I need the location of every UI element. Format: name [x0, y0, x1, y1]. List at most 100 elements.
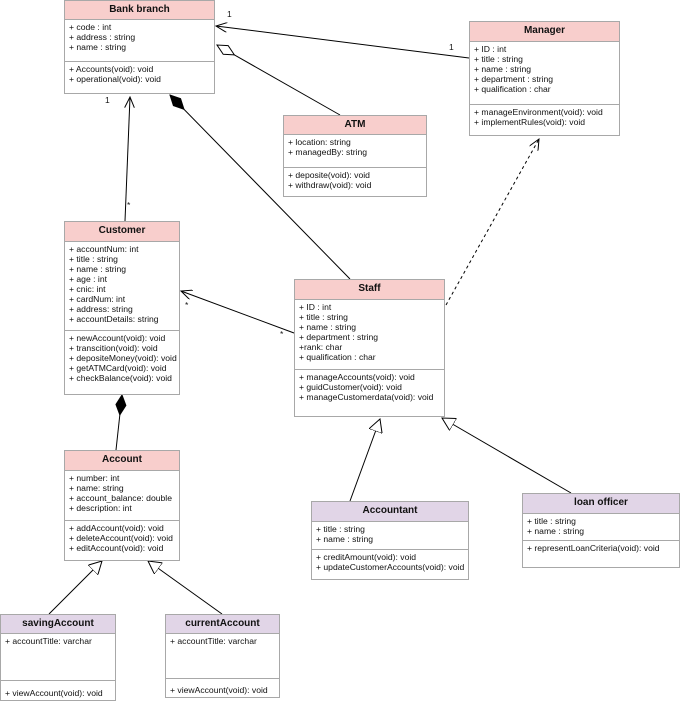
- class-current-account[interactable]: currentAccount + accountTitle: varchar +…: [165, 614, 280, 698]
- attribute: + title : string: [527, 516, 576, 526]
- class-staff[interactable]: Staff + ID : int + title : string + name…: [294, 279, 445, 417]
- operation: + deposite(void): void: [288, 170, 370, 180]
- atm-branch-aggregation: [217, 45, 341, 116]
- attribute: + title : string: [69, 254, 118, 264]
- attribute-list: + number: int + name: string + account_b…: [65, 471, 179, 521]
- staff-manager-dependency: [445, 139, 539, 306]
- attribute: + name : string: [527, 526, 585, 536]
- operation-list: + addAccount(void): void + deleteAccount…: [65, 521, 179, 553]
- attribute-list: + title : string + name : string: [523, 514, 679, 541]
- multiplicity-label: *: [127, 200, 131, 210]
- attribute: + managedBy: string: [288, 147, 368, 157]
- staff-customer-association: [181, 291, 295, 334]
- class-name: Manager: [470, 22, 619, 42]
- attribute-list: + location: string + managedBy: string: [284, 135, 426, 168]
- operation-list: + manageEnvironment(void): void + implem…: [470, 105, 619, 127]
- attribute: + code : int: [69, 22, 112, 32]
- attribute-list: + accountNum: int + title : string + nam…: [65, 242, 179, 331]
- operation: + getATMCard(void): void: [69, 363, 167, 373]
- attribute: + name : string: [69, 264, 127, 274]
- attribute: + name : string: [299, 322, 357, 332]
- operation: + viewAccount(void): void: [5, 688, 103, 698]
- saving-account-generalization: [48, 561, 102, 615]
- operation: + representLoanCriteria(void): void: [527, 543, 660, 553]
- attribute-list: + accountTitle: varchar: [1, 634, 115, 681]
- operation: + editAccount(void): void: [69, 543, 164, 553]
- multiplicity-label: 1: [449, 42, 454, 52]
- class-manager[interactable]: Manager + ID : int + title : string + na…: [469, 21, 620, 136]
- loanofficer-staff-generalization: [442, 418, 572, 494]
- manager-branch-association: [216, 26, 470, 59]
- attribute: + department : string: [474, 74, 554, 84]
- class-name: Accountant: [312, 502, 468, 522]
- attribute-list: + title : string + name : string: [312, 522, 468, 550]
- attribute: + cardNum: int: [69, 294, 126, 304]
- attribute: + account_balance: double: [69, 493, 172, 503]
- operation-list: + newAccount(void): void + transcition(v…: [65, 331, 179, 383]
- attribute: + cnic: int: [69, 284, 106, 294]
- class-saving-account[interactable]: savingAccount + accountTitle: varchar + …: [0, 614, 116, 701]
- operation: + implementRules(void): void: [474, 117, 586, 127]
- attribute: + number: int: [69, 473, 120, 483]
- attribute: + qualification : char: [299, 352, 376, 362]
- attribute: +rank: char: [299, 342, 343, 352]
- attribute: + address: string: [69, 304, 133, 314]
- operation: + operational(void): void: [69, 74, 161, 84]
- attribute: + title : string: [299, 312, 348, 322]
- attribute: + name : string: [316, 534, 374, 544]
- attribute: + name : string: [69, 42, 127, 52]
- accountant-staff-generalization: [349, 419, 380, 502]
- operation-list: + viewAccount(void): void: [1, 681, 115, 698]
- class-name: Customer: [65, 222, 179, 242]
- class-accountant[interactable]: Accountant + title : string + name : str…: [311, 501, 469, 580]
- attribute-list: + ID : int + title : string + name : str…: [295, 300, 444, 370]
- attribute: + address : string: [69, 32, 136, 42]
- account-customer-composition: [116, 395, 122, 451]
- class-account[interactable]: Account + number: int + name: string + a…: [64, 450, 180, 561]
- operation: + manageAccounts(void): void: [299, 372, 415, 382]
- attribute-list: + code : int + address : string + name :…: [65, 20, 214, 62]
- multiplicity-label: *: [185, 300, 189, 310]
- attribute: + department : string: [299, 332, 379, 342]
- attribute: + description: int: [69, 503, 132, 513]
- attribute: + accountNum: int: [69, 244, 139, 254]
- class-atm[interactable]: ATM + location: string + managedBy: stri…: [283, 115, 427, 197]
- class-name: loan officer: [523, 494, 679, 514]
- class-name: ATM: [284, 116, 426, 135]
- class-name: Bank branch: [65, 1, 214, 20]
- attribute: + accountTitle: varchar: [170, 636, 257, 646]
- attribute: + age : int: [69, 274, 107, 284]
- operation: + viewAccount(void): void: [170, 685, 268, 695]
- operation: + newAccount(void): void: [69, 333, 166, 343]
- current-account-generalization: [148, 561, 223, 615]
- attribute: + qualification : char: [474, 84, 551, 94]
- staff-branch-composition: [170, 95, 351, 280]
- attribute: + title : string: [474, 54, 523, 64]
- operation: + transcition(void): void: [69, 343, 158, 353]
- operation-list: + manageAccounts(void): void + guidCusto…: [295, 370, 444, 402]
- class-loan-officer[interactable]: loan officer + title : string + name : s…: [522, 493, 680, 568]
- class-name: savingAccount: [1, 615, 115, 634]
- operation-list: + viewAccount(void): void: [166, 679, 279, 695]
- customer-branch-association: [124, 97, 130, 222]
- class-name: Staff: [295, 280, 444, 300]
- operation: + depositeMoney(void): void: [69, 353, 177, 363]
- attribute-list: + accountTitle: varchar: [166, 634, 279, 679]
- operation-list: + creditAmount(void): void + updateCusto…: [312, 550, 468, 572]
- operation: + manageEnvironment(void): void: [474, 107, 603, 117]
- class-name: Account: [65, 451, 179, 471]
- operation: + updateCustomerAccounts(void): void: [316, 562, 465, 572]
- operation-list: + Accounts(void): void + operational(voi…: [65, 62, 214, 84]
- class-bank-branch[interactable]: Bank branch + code : int + address : str…: [64, 0, 215, 94]
- operation: + creditAmount(void): void: [316, 552, 417, 562]
- attribute: + title : string: [316, 524, 365, 534]
- operation-list: + deposite(void): void + withdraw(void):…: [284, 168, 426, 190]
- attribute: + accountTitle: varchar: [5, 636, 92, 646]
- operation-list: + representLoanCriteria(void): void: [523, 541, 679, 553]
- multiplicity-label: 1: [105, 95, 110, 105]
- attribute: + accountDetails: string: [69, 314, 159, 324]
- operation: + deleteAccount(void): void: [69, 533, 173, 543]
- class-customer[interactable]: Customer + accountNum: int + title : str…: [64, 221, 180, 395]
- operation: + Accounts(void): void: [69, 64, 154, 74]
